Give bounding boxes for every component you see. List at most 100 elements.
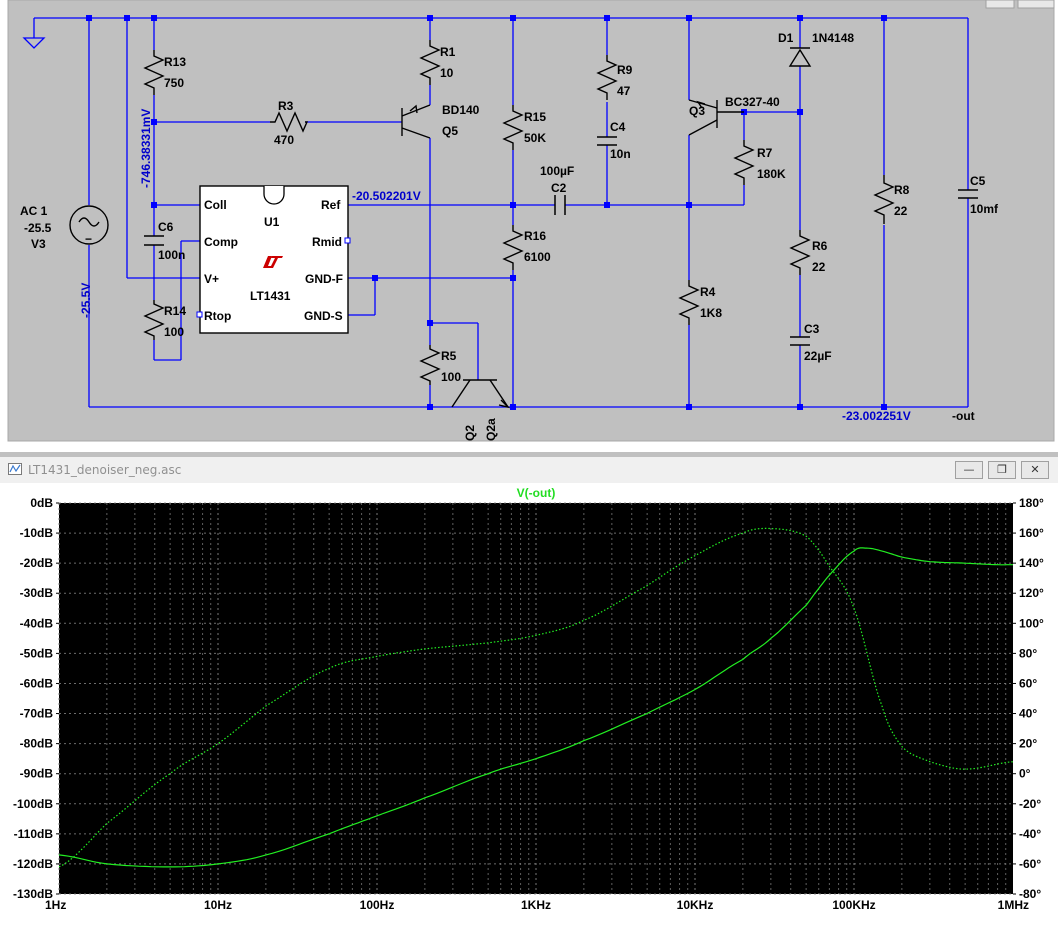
y-right-tick-label: 120° xyxy=(1019,586,1044,600)
c6-ref: C6 xyxy=(158,220,174,234)
r13-value: 750 xyxy=(164,76,184,90)
y-left-tick-label: -20dB xyxy=(20,556,54,570)
y-right-tick-label: -40° xyxy=(1019,827,1041,841)
transistor-q3-icon xyxy=(688,99,744,136)
r14-value: 100 xyxy=(164,325,184,339)
d1-model: 1N4148 xyxy=(812,31,854,45)
restore-button[interactable]: ❐ xyxy=(988,461,1016,479)
c5-ref: C5 xyxy=(970,174,986,188)
bode-plot[interactable]: 0dB-10dB-20dB-30dB-40dB-50dB-60dB-70dB-8… xyxy=(0,483,1058,925)
y-right-tick-label: 160° xyxy=(1019,526,1044,540)
c4-value: 10n xyxy=(610,147,631,161)
r1-ref: R1 xyxy=(440,45,456,59)
resistor-r1-icon xyxy=(419,40,441,85)
r1-value: 10 xyxy=(440,66,454,80)
y-right-tick-label: 180° xyxy=(1019,496,1044,510)
schematic-canvas[interactable]: − Coll Ref Comp Rmid V+ GND-F Rtop GND-S… xyxy=(0,0,1058,452)
pin-gndf-label: GND-F xyxy=(305,272,343,286)
y-right-tick-label: -60° xyxy=(1019,857,1041,871)
capacitor-c6-icon xyxy=(144,235,164,246)
y-left-tick-label: -80dB xyxy=(20,737,54,751)
y-right-tick-label: 0° xyxy=(1019,767,1031,781)
y-left-tick-label: -30dB xyxy=(20,586,54,600)
close-button[interactable]: ✕ xyxy=(1021,461,1049,479)
r4-value: 1K8 xyxy=(700,306,722,320)
phase-trace xyxy=(58,527,1014,868)
plot-window-titlebar[interactable]: LT1431_denoiser_neg.asc — ❐ ✕ xyxy=(0,457,1058,484)
y-left-tick-label: 0dB xyxy=(30,496,53,510)
resistor-r16-icon xyxy=(502,225,524,270)
capacitor-c3-icon xyxy=(790,336,810,346)
r13-ref: R13 xyxy=(164,55,186,69)
resistor-r4-icon xyxy=(678,280,700,325)
pin-gnds-label: GND-S xyxy=(304,309,343,323)
c3-ref: C3 xyxy=(804,322,820,336)
x-tick-label: 10KHz xyxy=(677,898,714,912)
c5-value: 10mf xyxy=(970,202,999,216)
y-left-tick-label: -90dB xyxy=(20,767,54,781)
lt-logo-icon xyxy=(263,256,283,268)
resistor-r6-icon xyxy=(789,230,811,275)
y-left-tick-label: -50dB xyxy=(20,646,54,660)
y-right-tick-label: 60° xyxy=(1019,676,1037,690)
r8-ref: R8 xyxy=(894,183,910,197)
axis-layer: 0dB-10dB-20dB-30dB-40dB-50dB-60dB-70dB-8… xyxy=(13,496,1044,912)
y-right-tick-label: 80° xyxy=(1019,646,1037,660)
lt1431-chip[interactable]: Coll Ref Comp Rmid V+ GND-F Rtop GND-S U… xyxy=(196,185,351,334)
capacitor-c5-icon xyxy=(958,189,978,199)
schematic-window[interactable]: − Coll Ref Comp Rmid V+ GND-F Rtop GND-S… xyxy=(0,0,1058,452)
net-label-out-voltage: -23.002251V xyxy=(842,409,911,423)
resistor-r8-icon xyxy=(873,175,895,224)
y-left-tick-label: -110dB xyxy=(14,827,54,841)
schematic-restore-button[interactable] xyxy=(985,0,1015,9)
q2-model: Q2a xyxy=(484,418,498,441)
plot-window-title: LT1431_denoiser_neg.asc xyxy=(28,463,182,477)
r7-ref: R7 xyxy=(757,146,773,160)
v3-line1: AC 1 xyxy=(20,204,48,218)
minimize-button[interactable]: — xyxy=(955,461,983,479)
chart-title: V(-out) xyxy=(517,486,556,500)
plot-window[interactable]: LT1431_denoiser_neg.asc — ❐ ✕ 0dB-10dB-2… xyxy=(0,457,1058,925)
transistor-q2-icon xyxy=(451,379,511,409)
grid-layer xyxy=(58,502,1013,895)
net-label-supply-voltage: -25.5V xyxy=(79,283,93,318)
c2-ref: C2 xyxy=(551,181,567,195)
r4-ref: R4 xyxy=(700,285,716,299)
y-right-tick-label: 20° xyxy=(1019,737,1037,751)
c6-value: 100n xyxy=(158,248,185,262)
r3-ref: R3 xyxy=(278,99,294,113)
schematic-close-button[interactable] xyxy=(1017,0,1055,9)
y-right-tick-label: 140° xyxy=(1019,556,1044,570)
pin-rmid-label: Rmid xyxy=(312,235,342,249)
rtop-pin xyxy=(196,311,203,318)
q5-model: BD140 xyxy=(442,103,480,117)
c4-ref: C4 xyxy=(610,120,626,134)
net-label-r13-voltage: -746.38331mV xyxy=(139,109,153,188)
minimize-icon: — xyxy=(963,463,975,476)
q2-ref: Q2 xyxy=(463,425,477,441)
y-left-tick-label: -40dB xyxy=(20,616,54,630)
c2-value: 100µF xyxy=(540,164,574,178)
ac-source-v3-icon: − xyxy=(69,205,109,246)
pin-comp-label: Comp xyxy=(204,235,238,249)
wires xyxy=(33,17,969,408)
r14-ref: R14 xyxy=(164,304,186,318)
pin-vplus-label: V+ xyxy=(204,272,219,286)
d1-ref: D1 xyxy=(778,31,794,45)
u1-model-label: LT1431 xyxy=(250,289,291,303)
x-tick-label: 100KHz xyxy=(832,898,875,912)
schematic-area xyxy=(7,0,1055,442)
c3-value: 22µF xyxy=(804,349,832,363)
pin-ref-label: Ref xyxy=(321,198,341,212)
r5-value: 100 xyxy=(441,370,461,384)
capacitor-c4-icon xyxy=(597,136,617,146)
y-left-tick-label: -120dB xyxy=(13,857,53,871)
x-tick-label: 1KHz xyxy=(521,898,551,912)
rmid-pin xyxy=(344,237,351,244)
r5-ref: R5 xyxy=(441,349,457,363)
x-tick-label: 100Hz xyxy=(360,898,395,912)
q5-ref: Q5 xyxy=(442,124,458,138)
y-left-tick-label: -70dB xyxy=(20,707,54,721)
q3-ref: Q3 xyxy=(689,104,705,118)
close-icon: ✕ xyxy=(1030,463,1040,476)
